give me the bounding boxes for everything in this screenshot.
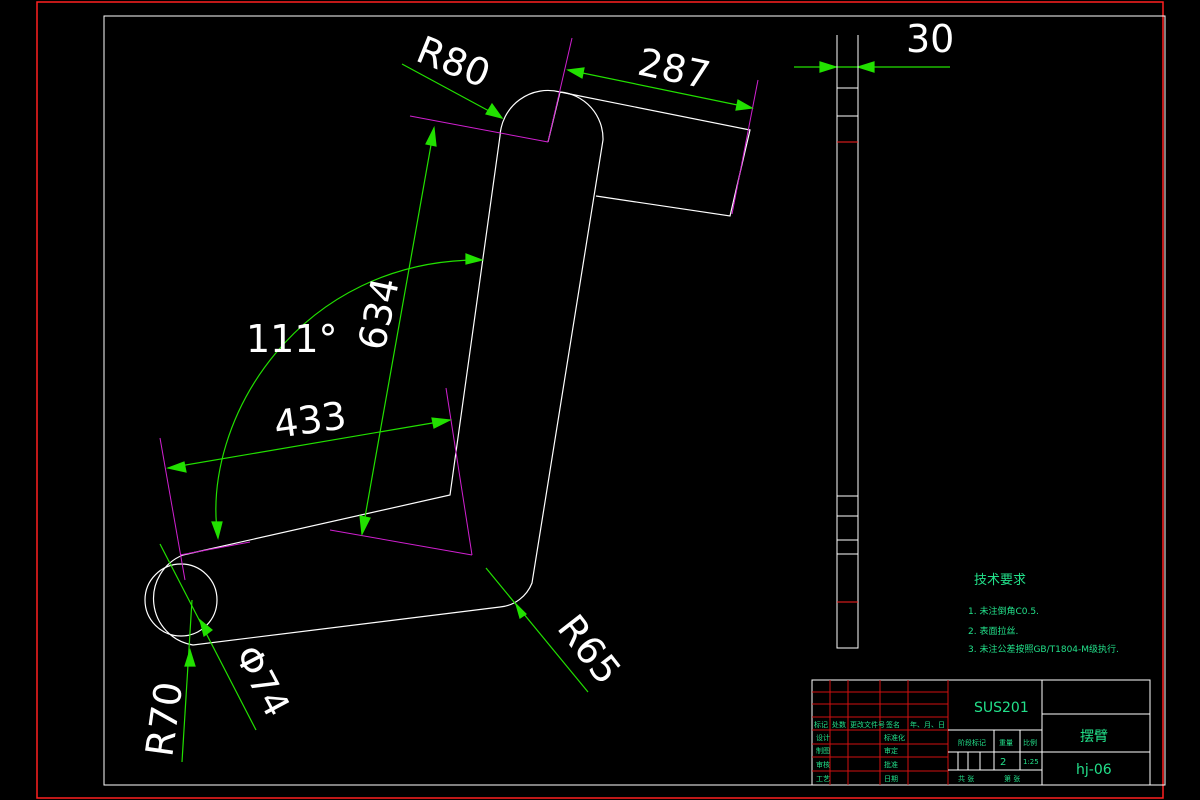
notes-item: 3. 未注公差按照GB/T1804-M级执行.	[968, 643, 1119, 655]
notes-item: 2. 表面拉丝.	[968, 625, 1018, 637]
dim-30-arrow-right	[855, 61, 875, 73]
ext-line-287-left	[547, 37, 573, 143]
header-label: 更改文件号	[850, 720, 885, 729]
extension-lines	[159, 37, 759, 581]
row-right-label: 日期	[884, 775, 898, 783]
dim-r80-leader	[401, 63, 503, 119]
row-right-label: 标准化	[884, 733, 905, 742]
ext-line-433-right	[445, 387, 473, 556]
dim-111-arrow-top	[465, 253, 485, 265]
notes-item: 1. 未注倒角C0.5.	[968, 605, 1039, 617]
dim-r65-leader	[485, 567, 589, 693]
ext-line-r80	[409, 115, 549, 143]
side-view-outline	[836, 87, 859, 649]
row-label: 工艺	[816, 775, 830, 783]
row-label: 审核	[816, 760, 830, 769]
row-label: 设计	[816, 733, 830, 742]
dim-r65-text: R65	[549, 606, 630, 692]
dim-111-text: 111°	[246, 317, 338, 361]
dim-r70-arrow	[184, 647, 196, 667]
dim-634-arrow-top	[425, 125, 437, 147]
title-block-texts: SUS201 摆臂 hj-06 标记 处数 更改文件号 签名 年、月、日 设计 …	[814, 700, 1112, 783]
dim-634-text: 634	[350, 274, 408, 354]
dim-r80-arrow	[485, 102, 504, 119]
inner-frame	[103, 15, 1166, 786]
ext-line-angle	[179, 541, 251, 556]
material-text: SUS201	[974, 700, 1029, 716]
dimension-texts: R80 287 634 111° 433 R65 Φ74 R70 30	[137, 17, 954, 759]
title-block-frame	[811, 679, 1151, 786]
row-right-label: 审定	[884, 746, 898, 755]
dim-111-arrow-bottom	[211, 521, 223, 541]
scale-value: 1:25	[1023, 758, 1039, 766]
dim-phi74-arrow	[198, 618, 213, 638]
dim-287-arrow-right	[735, 99, 754, 111]
dim-r70-leader	[181, 599, 193, 763]
dim-433-text: 433	[271, 393, 349, 447]
dim-phi74-leader	[159, 543, 257, 731]
technical-notes: 技术要求 1. 未注倒角C0.5. 2. 表面拉丝. 3. 未注公差按照GB/T…	[968, 573, 1119, 655]
row-right-label: 批准	[884, 760, 898, 769]
scale-label: 比例	[1023, 738, 1037, 747]
dim-r80-text: R80	[411, 28, 497, 97]
weight-value: 2	[1000, 757, 1006, 768]
dim-30-text: 30	[906, 17, 954, 61]
title-block	[811, 679, 1151, 786]
ext-line-287-right	[731, 79, 759, 215]
title-block-main-grid	[948, 680, 1150, 785]
outer-frame	[36, 1, 1164, 799]
dim-433-arrow-left	[165, 461, 187, 473]
stage-label: 阶段标记	[958, 738, 986, 747]
title-block-revision-grid	[812, 680, 949, 785]
weight-label: 重量	[999, 739, 1013, 747]
dim-111-arc	[215, 259, 483, 539]
dimension-lines	[159, 61, 950, 763]
part-name-text: 摆臂	[1080, 729, 1108, 745]
header-label: 年、月、日	[910, 720, 945, 729]
row-label: 制图	[816, 746, 830, 755]
dim-phi74-text: Φ74	[226, 639, 297, 724]
dim-634-line	[361, 127, 435, 535]
dim-634-arrow-bottom	[359, 515, 371, 537]
dim-r65-arrow	[514, 601, 527, 619]
dim-287-line	[567, 69, 753, 109]
dim-433-arrow-right	[431, 417, 453, 429]
notes-heading: 技术要求	[974, 573, 1026, 588]
sheet-label: 第 张	[1004, 774, 1020, 783]
dim-30-arrow-left	[819, 61, 839, 73]
top-block-outline	[559, 91, 751, 217]
dim-287-arrow-left	[566, 67, 585, 79]
part-outline	[144, 89, 751, 646]
header-label: 标记	[814, 720, 828, 729]
pivot-hole	[144, 563, 218, 637]
arm-outline	[152, 89, 604, 646]
header-label: 处数	[832, 720, 846, 729]
dim-433-line	[167, 419, 451, 469]
dim-r70-text: R70	[137, 679, 191, 759]
side-view	[836, 35, 859, 649]
dim-287-text: 287	[634, 40, 714, 98]
ext-line-433-left	[159, 437, 186, 581]
header-label: 签名	[886, 720, 900, 729]
drawing-number-text: hj-06	[1076, 762, 1112, 778]
ext-line-634-bottom	[329, 529, 473, 556]
sheet-total-label: 共 张	[958, 774, 974, 783]
